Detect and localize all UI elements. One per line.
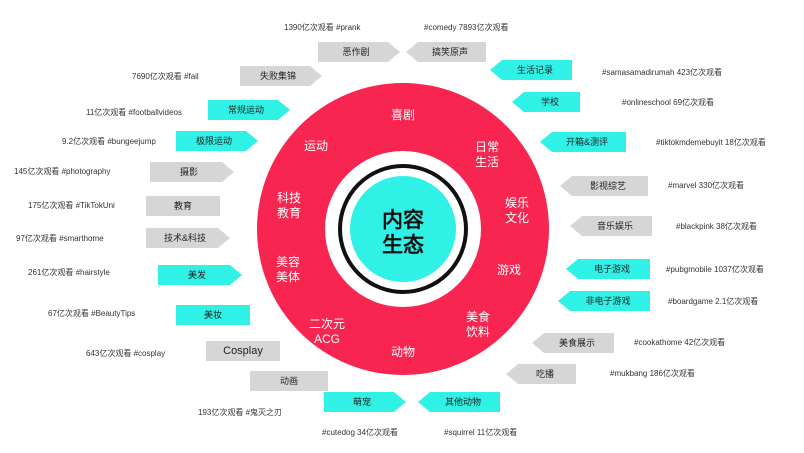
anno-smarthome: 97亿次观看 #smarthome [16,234,104,243]
tag-lifelog: 生活记录 [490,60,572,80]
tag-otheranimals: 其他动物 [418,392,500,412]
tag-anime: 动画 [250,371,328,391]
tag-hair: 美发 [158,265,242,285]
segment-entertainment-1: 娱乐 [505,196,529,210]
center-circle [350,176,456,282]
segment-comedy: 喜剧 [391,108,415,122]
segment-sports: 运动 [304,139,328,153]
anno-bungeejump: 9.2亿次观看 #bungeejump [62,137,156,146]
center-text-line1: 内容 [382,208,424,232]
anno-tiktokuni: 175亿次观看 #TikTokUni [28,201,115,210]
segment-games: 游戏 [497,263,521,277]
anno-cutedog: #cutedog 34亿次观看 [322,428,399,437]
tag-prank: 恶作剧 [318,42,400,62]
tag-egame: 电子游戏 [566,259,650,279]
tag-edu: 教育 [146,196,220,216]
anno-comedy: #comedy 7893亿次观看 [424,23,509,32]
anno-samasamadirumah: #samasamadirumah 423亿次观看 [602,68,723,77]
anno-mukbang: #mukbang 186亿次观看 [610,369,695,378]
center-text-line2: 生态 [382,233,424,257]
anno-hairstyle: 261亿次观看 #hairstyle [28,268,110,277]
tag-makeup: 美妆 [176,305,250,325]
tag-funny: 搞笑原声 [406,42,486,62]
tag-foodshow: 美食展示 [532,333,614,353]
anno-beautytips: 67亿次观看 #BeautyTips [48,309,136,318]
anno-cosplay: 643亿次观看 #cosplay [86,349,166,358]
tag-photo: 摄影 [150,162,234,182]
anno-onlineschool: #onlineschool 69亿次观看 [622,98,715,107]
anno-boardgame: #boardgame 2.1亿次观看 [668,297,759,306]
anno-cookathome: #cookathome 42亿次观看 [634,338,726,347]
tag-mukbang: 吃播 [506,364,576,384]
tag-diy: 开箱&测评 [540,132,626,152]
anno-pubgmobile: #pubgmobile 1037亿次观看 [666,265,764,274]
segment-food-2: 饮料 [466,325,490,339]
segment-acg-1: 二次元 [309,317,345,331]
segment-daily-2: 生活 [475,155,499,169]
anno-fail: 7690亿次观看 #fail [132,72,199,81]
tag-variety: 影视综艺 [560,176,648,196]
segment-scitech-1: 科技 [277,191,301,205]
segment-beauty-2: 美体 [276,270,300,284]
tag-pets: 萌宠 [324,392,406,412]
anno-photography: 145亿次观看 #photography [14,167,111,176]
segment-animals: 动物 [391,345,415,359]
tag-school: 学校 [512,92,580,112]
segment-scitech-2: 教育 [277,205,301,220]
anno-squirrel: #squirrel 11亿次观看 [444,428,518,437]
anno-footballvideos: 11亿次观看 #footballvideos [86,108,182,117]
anno-blackpink: #blackpink 38亿次观看 [676,222,757,231]
anno-tiktokmademebuyit: #tiktokmdemebuyit 18亿次观看 [656,138,766,147]
segment-food-1: 美食 [466,309,490,324]
tag-tech: 技术&科技 [146,228,230,248]
tag-football: 常规运动 [208,100,290,120]
anno-demonslayer: 193亿次观看 #鬼灭之刃 [198,408,283,417]
tag-fail: 失败集锦 [240,66,322,86]
tag-music: 音乐娱乐 [570,216,652,236]
anno-prank: 1390亿次观看 #prank [284,23,361,32]
tag-extreme: 极限运动 [176,131,258,151]
segment-entertainment-2: 文化 [505,210,529,225]
segment-daily-1: 日常 [475,140,499,154]
tag-cosplay: Cosplay [206,341,280,361]
segment-beauty-1: 美容 [276,254,300,269]
inner-black-ring [338,164,468,294]
anno-marvel: #marvel 330亿次观看 [668,181,745,190]
segment-acg-2: ACG [314,332,340,346]
tag-board: 非电子游戏 [558,291,650,311]
